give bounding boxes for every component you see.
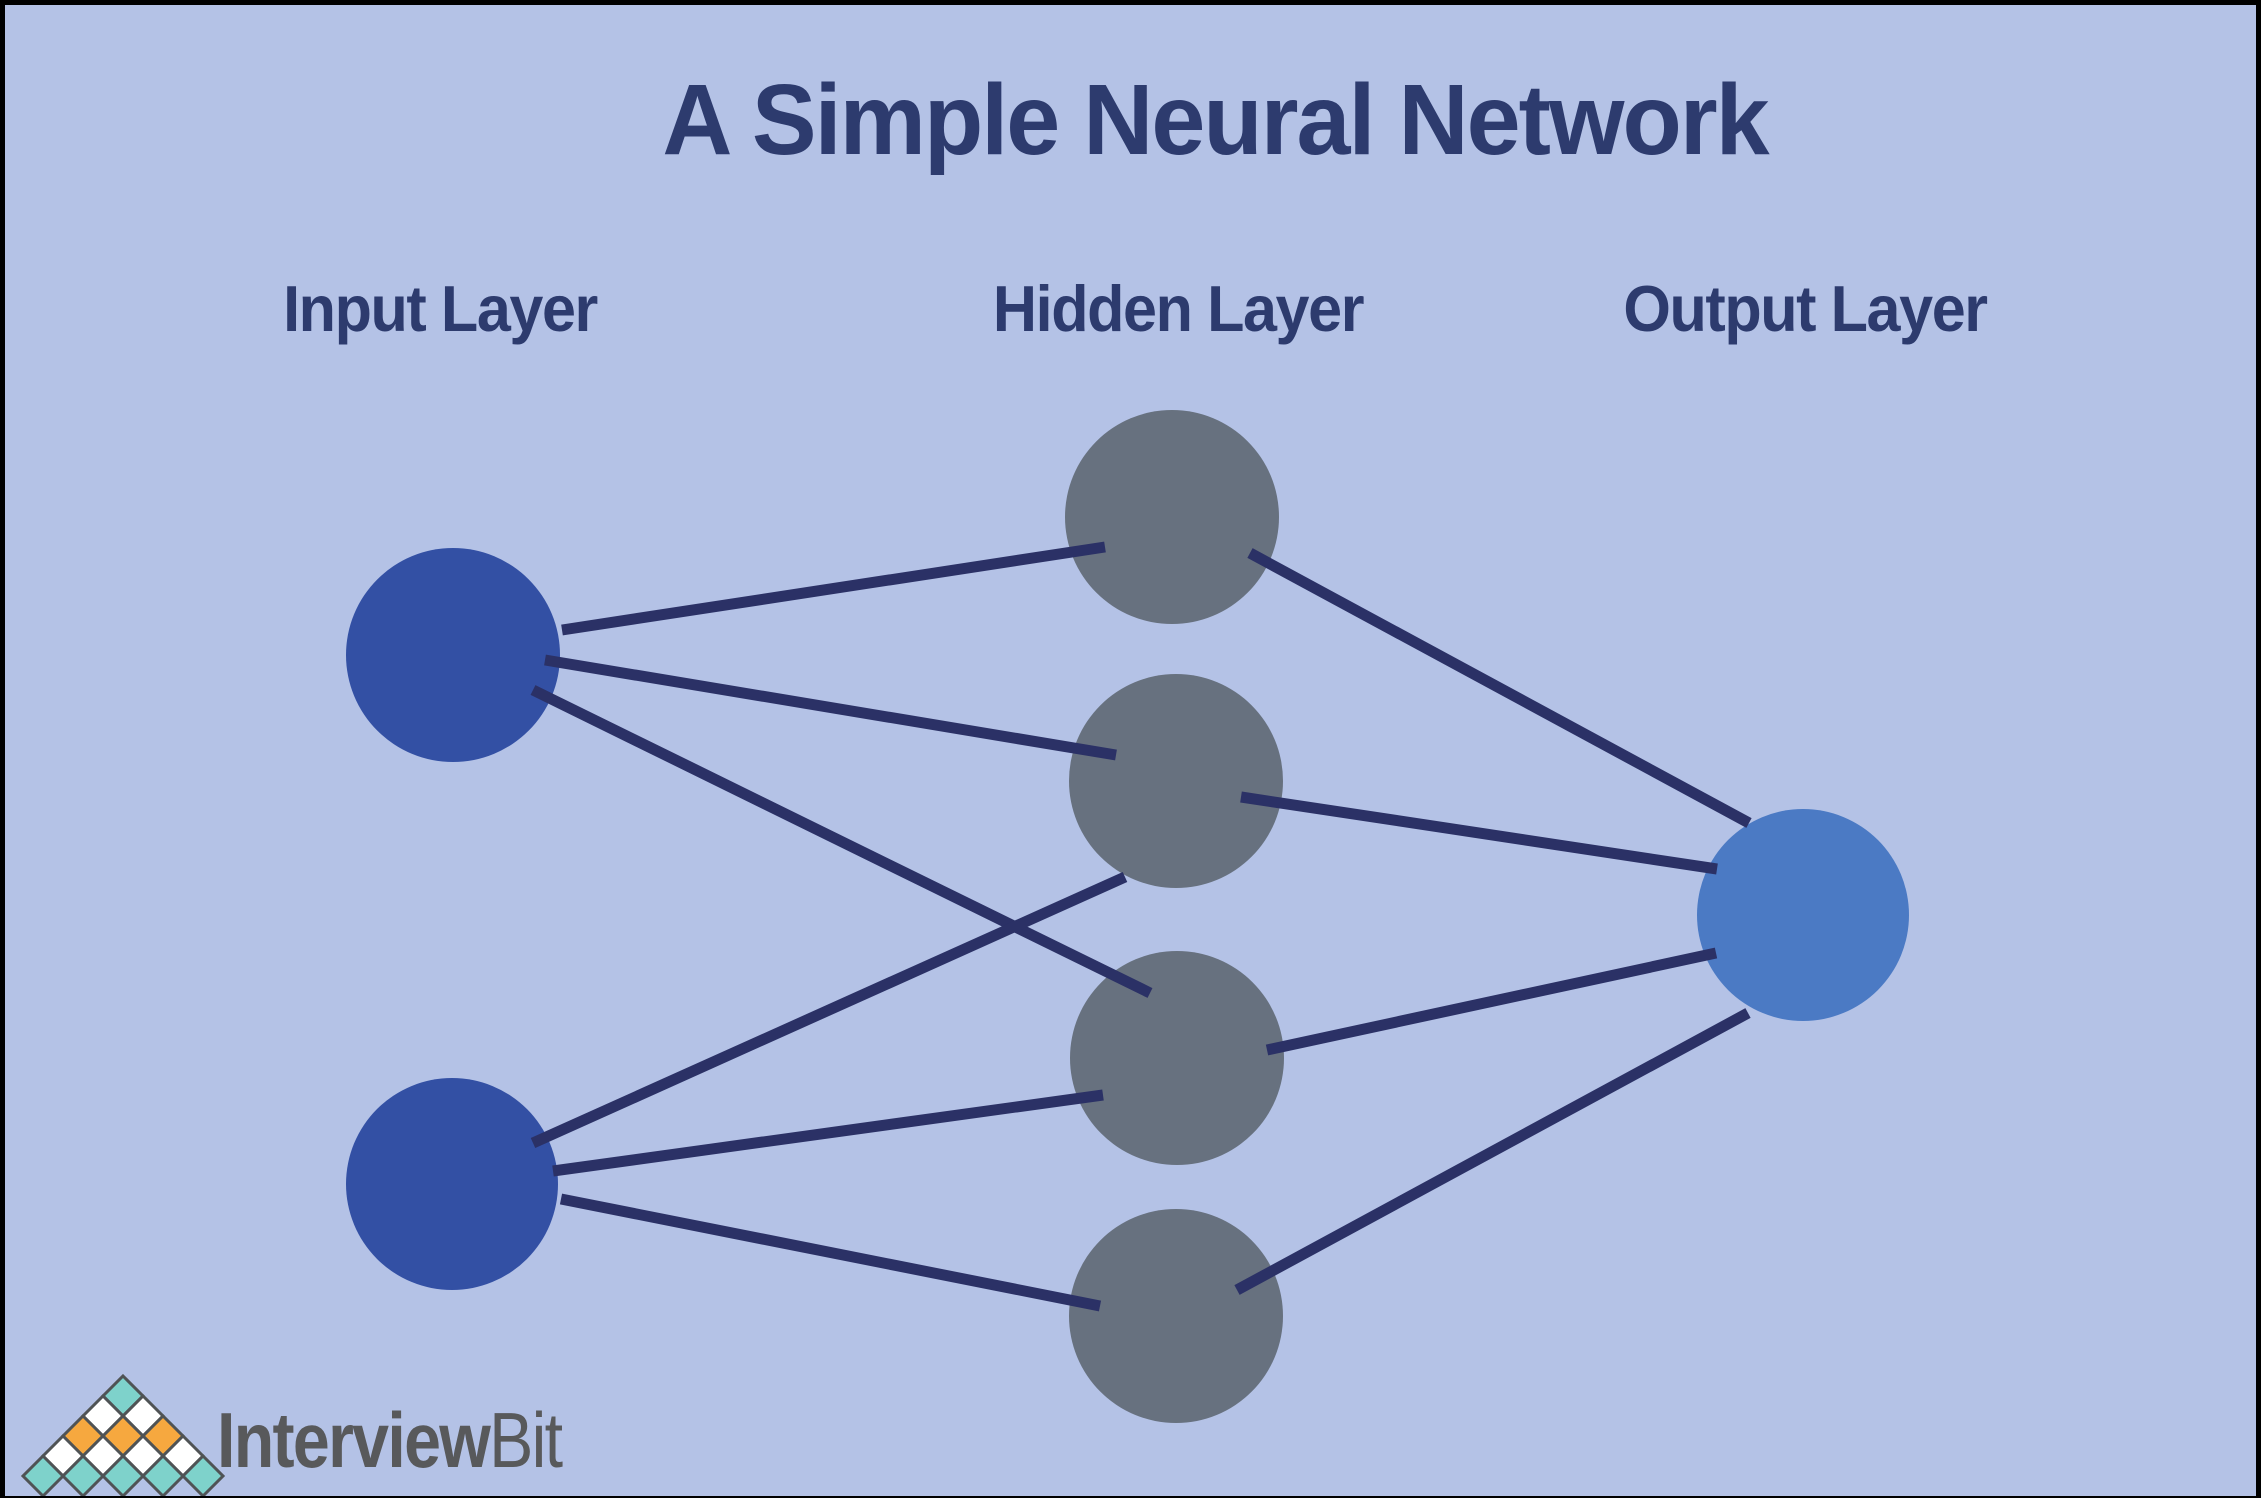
edge-hidden-3-to-output-1 (1265, 947, 1718, 1056)
layer-label-hidden: Hidden Layer (992, 272, 1365, 345)
hidden-2-node (1069, 674, 1283, 888)
hidden-4-node (1069, 1209, 1283, 1423)
edge-input-1-to-hidden-2 (544, 654, 1117, 761)
output-1-node (1697, 809, 1909, 1021)
edge-hidden-2-to-output-1 (1240, 791, 1718, 875)
input-1-node (346, 548, 560, 762)
interviewbit-logo-text: InterviewBit (217, 1401, 563, 1479)
edge-input-2-to-hidden-3 (552, 1089, 1104, 1177)
layer-label-input: Input Layer (283, 272, 598, 345)
edge-hidden-4-to-output-1 (1234, 1008, 1751, 1295)
edge-hidden-1-to-output-1 (1247, 548, 1752, 828)
edge-input-1-to-hidden-1 (561, 541, 1106, 636)
edge-input-1-to-hidden-3 (530, 685, 1153, 998)
brand-interview: Interview (217, 1396, 491, 1484)
brand-bit: Bit (489, 1396, 563, 1484)
diagram-title: A Simple Neural Network (662, 64, 1769, 176)
hidden-3-node (1070, 951, 1284, 1165)
edge-input-2-to-hidden-4 (559, 1193, 1102, 1312)
edge-input-2-to-hidden-2 (530, 871, 1128, 1149)
layer-label-output: Output Layer (1623, 272, 1988, 345)
input-2-node (346, 1078, 558, 1290)
hidden-1-node (1065, 410, 1279, 624)
